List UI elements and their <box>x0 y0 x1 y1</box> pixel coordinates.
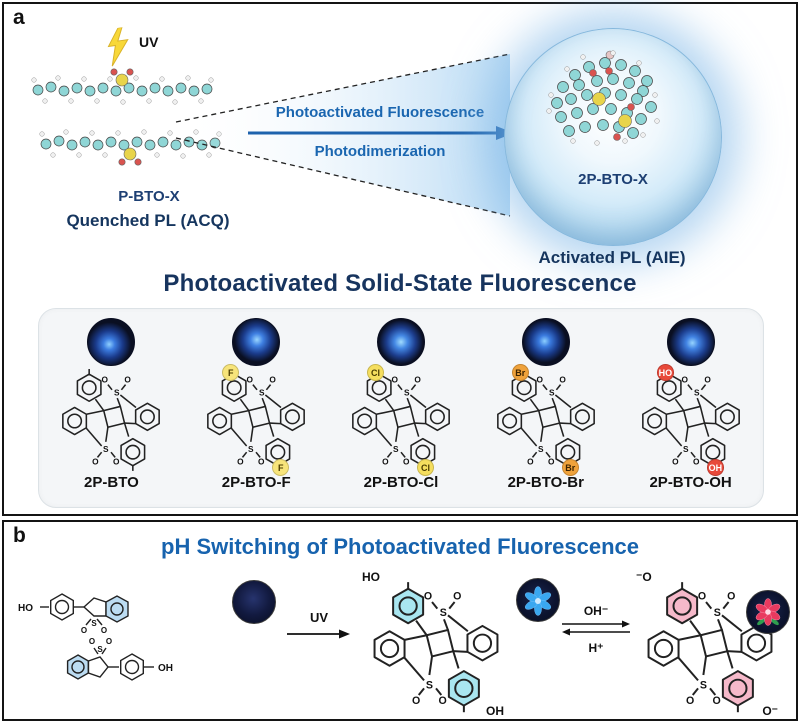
dimer-anion-structure: ⁻O O⁻ <box>630 570 790 718</box>
panel-b-title: pH Switching of Photoactivated Fluoresce… <box>161 534 639 559</box>
compound-name: 2P-BTO-F <box>221 474 291 491</box>
2p-bto-x-sphere: 2P-BTO-X <box>504 28 722 246</box>
substituent-badge: HO <box>656 364 675 381</box>
atom-label: O <box>89 637 95 646</box>
hydroxyl-label: OH <box>158 663 173 674</box>
structure-drawing: Br Br <box>482 364 610 476</box>
equilibrium-block: OH⁻ H⁺ <box>556 604 636 655</box>
blue-fluorescence-photo <box>516 578 560 622</box>
substituent-badge: Br <box>511 364 529 381</box>
compound-name: 2P-BTO-OH <box>649 474 732 491</box>
reaction-arrow <box>248 126 514 140</box>
monomer-structures: HO OH S O O S O O <box>18 593 173 681</box>
compound-cell: 2P-BTO <box>39 309 184 507</box>
quenched-photo <box>232 580 276 624</box>
uv-arrow-label: UV <box>309 610 329 625</box>
structure-drawing: Cl Cl <box>337 364 465 476</box>
compound-name: 2P-BTO <box>84 474 139 491</box>
compound-cell: Br Br 2P-BTO-Br <box>473 309 618 507</box>
fluorescence-photo <box>87 318 136 366</box>
equilibrium-arrows-icon <box>562 620 630 636</box>
atom-label: S <box>91 619 97 628</box>
panel-a: a UV <box>2 2 798 516</box>
fluorescence-photo <box>521 318 570 366</box>
dashed-cone <box>175 53 511 217</box>
sphere-molecules <box>546 50 660 146</box>
structure-drawing <box>47 369 175 473</box>
panel-b: b pH Switching of Photoactivated Fluores… <box>2 520 798 721</box>
molecule-label: P-BTO-X <box>118 188 180 205</box>
compound-cell: HO OH 2P-BTO-OH <box>618 309 763 507</box>
uv-label: UV <box>139 34 159 50</box>
substituent-badge: Cl <box>416 459 434 476</box>
atom-label: O <box>81 626 87 635</box>
panel-b-label: b <box>13 524 26 547</box>
sphere-caption: Activated PL (AIE) <box>538 248 686 267</box>
arrow-text-top: Photoactivated Fluorescence <box>275 104 485 121</box>
arrow-text-bottom: Photodimerization <box>314 143 446 160</box>
compound-name: 2P-BTO-Br <box>507 474 584 491</box>
hydroxyl-label-top: HO <box>362 570 380 584</box>
equilibrium-reverse-label: H⁺ <box>588 641 604 655</box>
hydroxyl-label-bottom: OH <box>486 704 504 718</box>
compound-name: 2P-BTO-Cl <box>363 474 439 491</box>
substituent-badge: OH <box>706 459 725 476</box>
atom-label: O <box>101 626 107 635</box>
atom-label: S <box>97 645 103 654</box>
fluorescence-photo <box>666 318 715 366</box>
panel-a-label: a <box>13 6 25 29</box>
red-fluorescence-photo <box>746 590 790 634</box>
substituent-badge: Br <box>561 459 579 476</box>
lightning-bolt-icon <box>103 26 135 72</box>
blue-flower-icon <box>524 586 552 616</box>
phenolate-label-top: ⁻O <box>636 570 652 584</box>
p-bto-x-molecule <box>31 68 222 166</box>
substituent-badge: Cl <box>366 364 384 381</box>
substituent-badge: F <box>272 459 290 476</box>
hydroxyl-label: HO <box>18 603 33 614</box>
substituent-badge: F <box>222 364 240 381</box>
fluorescence-photo <box>376 318 425 366</box>
compound-cell: Cl Cl 2P-BTO-Cl <box>329 309 474 507</box>
structure-drawing: HO OH <box>627 364 755 476</box>
compounds-box: 2P-BTO F F 2P-BTO-F Cl Cl 2P-BTO-Cl <box>38 308 764 508</box>
molecule-caption: Quenched PL (ACQ) <box>66 211 230 230</box>
section-title: Photoactivated Solid-State Fluorescence <box>163 270 637 297</box>
atom-label: O <box>106 637 112 646</box>
red-flower-icon <box>755 598 781 626</box>
phenolate-label-bottom: O⁻ <box>762 704 778 718</box>
dimer-drawing <box>373 582 499 714</box>
dimer-neutral-structure: HO OH <box>356 570 516 718</box>
fluorescence-photo <box>232 318 281 366</box>
uv-arrow-block: UV <box>284 610 354 645</box>
compound-cell: F F 2P-BTO-F <box>184 309 329 507</box>
equilibrium-forward-label: OH⁻ <box>583 604 609 618</box>
sphere-label: 2P-BTO-X <box>578 171 648 188</box>
structure-drawing: F F <box>192 364 320 476</box>
uv-arrow-icon <box>287 629 350 639</box>
